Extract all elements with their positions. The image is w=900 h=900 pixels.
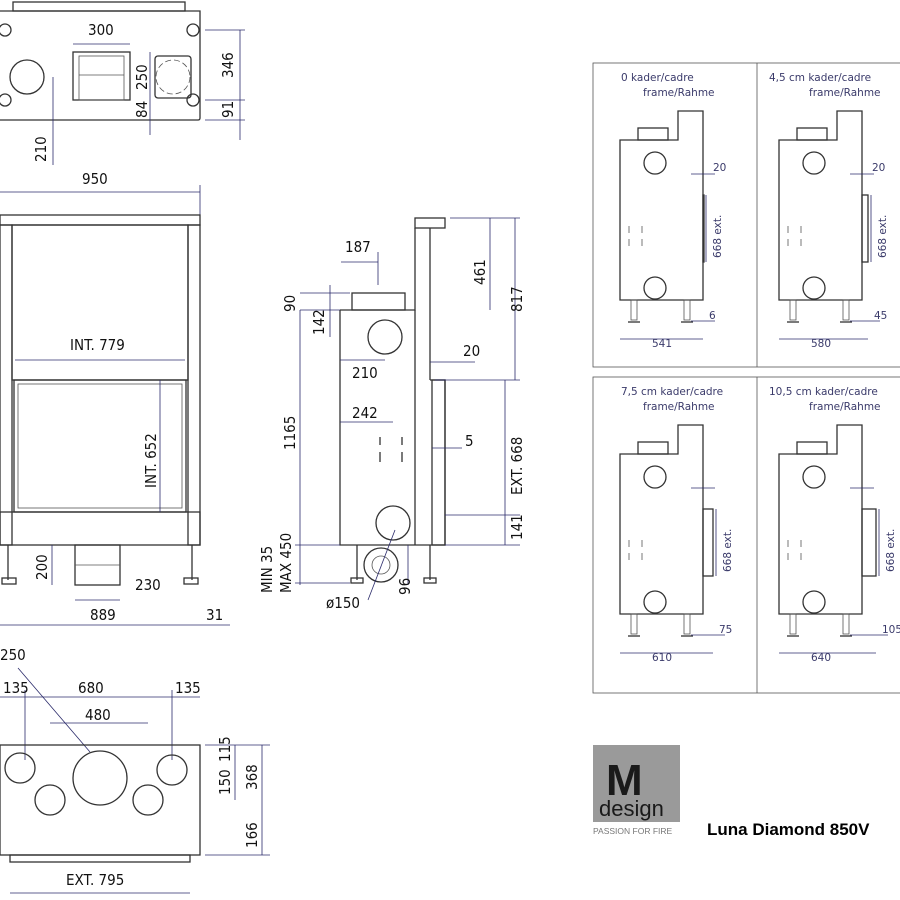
panel-title: 4,5 cm kader/cadre — [769, 72, 871, 84]
panel-ext-dim: 668 ext. — [877, 215, 889, 258]
dim-300: 300 — [88, 21, 114, 39]
panel-title: 7,5 cm kader/cadre — [621, 386, 723, 398]
side-view: 187 461 817 90 142 210 20 242 5 1165 EXT… — [258, 217, 526, 612]
frame-panel: 10,5 cm kader/cadre frame/Rahme 668 ext. 10… — [769, 386, 900, 664]
logo-tagline: PASSION FOR FIRE — [593, 826, 673, 836]
dim-817: 817 — [508, 286, 526, 312]
panel-subtitle: frame/Rahme — [643, 401, 715, 413]
frame-options-grid: 0 kader/cadre frame/Rahme 20 668 ext. 6 541 4,… — [592, 62, 900, 694]
panel-width-dim: 580 — [811, 338, 831, 350]
dim-150: 150 — [216, 769, 234, 795]
panel-offset-dim: 20 — [713, 162, 726, 174]
frame-panel: 0 kader/cadre frame/Rahme 20 668 ext. 6 541 — [619, 72, 726, 350]
dim-166: 166 — [243, 822, 261, 848]
stove-outline — [778, 424, 863, 615]
dim-84: 84 — [133, 101, 151, 118]
dim-135-right: 135 — [175, 679, 201, 697]
panel-side-dim: 105 — [882, 624, 900, 636]
dim-210-side: 210 — [352, 364, 378, 382]
dim-200: 200 — [33, 554, 51, 580]
panel-ext-dim: 668 ext. — [712, 215, 724, 258]
stove-outline — [778, 110, 863, 301]
panel-subtitle: frame/Rahme — [643, 87, 715, 99]
dim-250: 250 — [133, 64, 151, 90]
dim-91: 91 — [219, 101, 237, 118]
dim-31: 31 — [206, 606, 223, 624]
panel-subtitle: frame/Rahme — [809, 87, 881, 99]
dim-diameter-150: ø150 — [326, 594, 360, 612]
bottom-view: 250 135 680 135 480 115 150 368 166 EXT.… — [0, 646, 270, 894]
dim-ext-668: EXT. 668 — [508, 437, 526, 495]
stove-outline — [619, 424, 704, 615]
frame-panel: 4,5 cm kader/cadre frame/Rahme 20 668 ext. 4… — [769, 72, 889, 350]
dim-889: 889 — [90, 606, 116, 624]
front-view: 950 INT. 779 INT. 652 200 230 889 31 — [0, 170, 230, 626]
dim-230: 230 — [135, 576, 161, 594]
dim-min-35: MIN 35 — [258, 546, 276, 593]
top-view: 300 250 84 346 91 210 — [0, 1, 245, 165]
panel-width-dim: 640 — [811, 652, 831, 664]
dim-250-bottom: 250 — [0, 646, 26, 664]
logo-m: M — [606, 756, 643, 805]
dim-242: 242 — [352, 404, 378, 422]
dim-1165: 1165 — [281, 416, 299, 450]
dim-461: 461 — [471, 259, 489, 285]
dim-950: 950 — [82, 170, 108, 188]
panel-side-dim: 45 — [874, 310, 887, 322]
stove-outline — [619, 110, 704, 301]
panel-side-dim: 6 — [709, 310, 716, 322]
dim-115: 115 — [216, 736, 234, 762]
frame-panel: 7,5 cm kader/cadre frame/Rahme 668 ext. 75 6… — [619, 386, 734, 664]
dim-480: 480 — [85, 706, 111, 724]
panel-width-dim: 541 — [652, 338, 672, 350]
product-title: Luna Diamond 850V — [707, 820, 870, 839]
panel-subtitle: frame/Rahme — [809, 401, 881, 413]
dim-int-652: INT. 652 — [142, 433, 160, 488]
dim-90: 90 — [281, 295, 299, 312]
mdesign-logo: M design PASSION FOR FIRE — [593, 745, 680, 836]
panel-ext-dim: 668 ext. — [722, 529, 734, 572]
panel-offset-dim: 20 — [872, 162, 885, 174]
dim-142: 142 — [310, 309, 328, 335]
dim-187: 187 — [345, 238, 371, 256]
dim-680: 680 — [78, 679, 104, 697]
dim-ext-795: EXT. 795 — [66, 871, 124, 889]
dim-20: 20 — [463, 342, 480, 360]
dim-141: 141 — [508, 514, 526, 540]
dim-135-left: 135 — [3, 679, 29, 697]
dim-96: 96 — [396, 578, 414, 595]
dim-int-779: INT. 779 — [70, 336, 125, 354]
dim-5: 5 — [465, 432, 474, 450]
dim-368: 368 — [243, 764, 261, 790]
panel-ext-dim: 668 ext. — [885, 529, 897, 572]
dim-max-450: MAX 450 — [277, 533, 295, 593]
dim-210: 210 — [32, 136, 50, 162]
panel-side-dim: 75 — [719, 624, 732, 636]
panel-title: 10,5 cm kader/cadre — [769, 386, 878, 398]
logo-design: design — [599, 796, 664, 821]
panel-title: 0 kader/cadre — [621, 72, 694, 84]
panel-width-dim: 610 — [652, 652, 672, 664]
dim-346: 346 — [219, 52, 237, 78]
